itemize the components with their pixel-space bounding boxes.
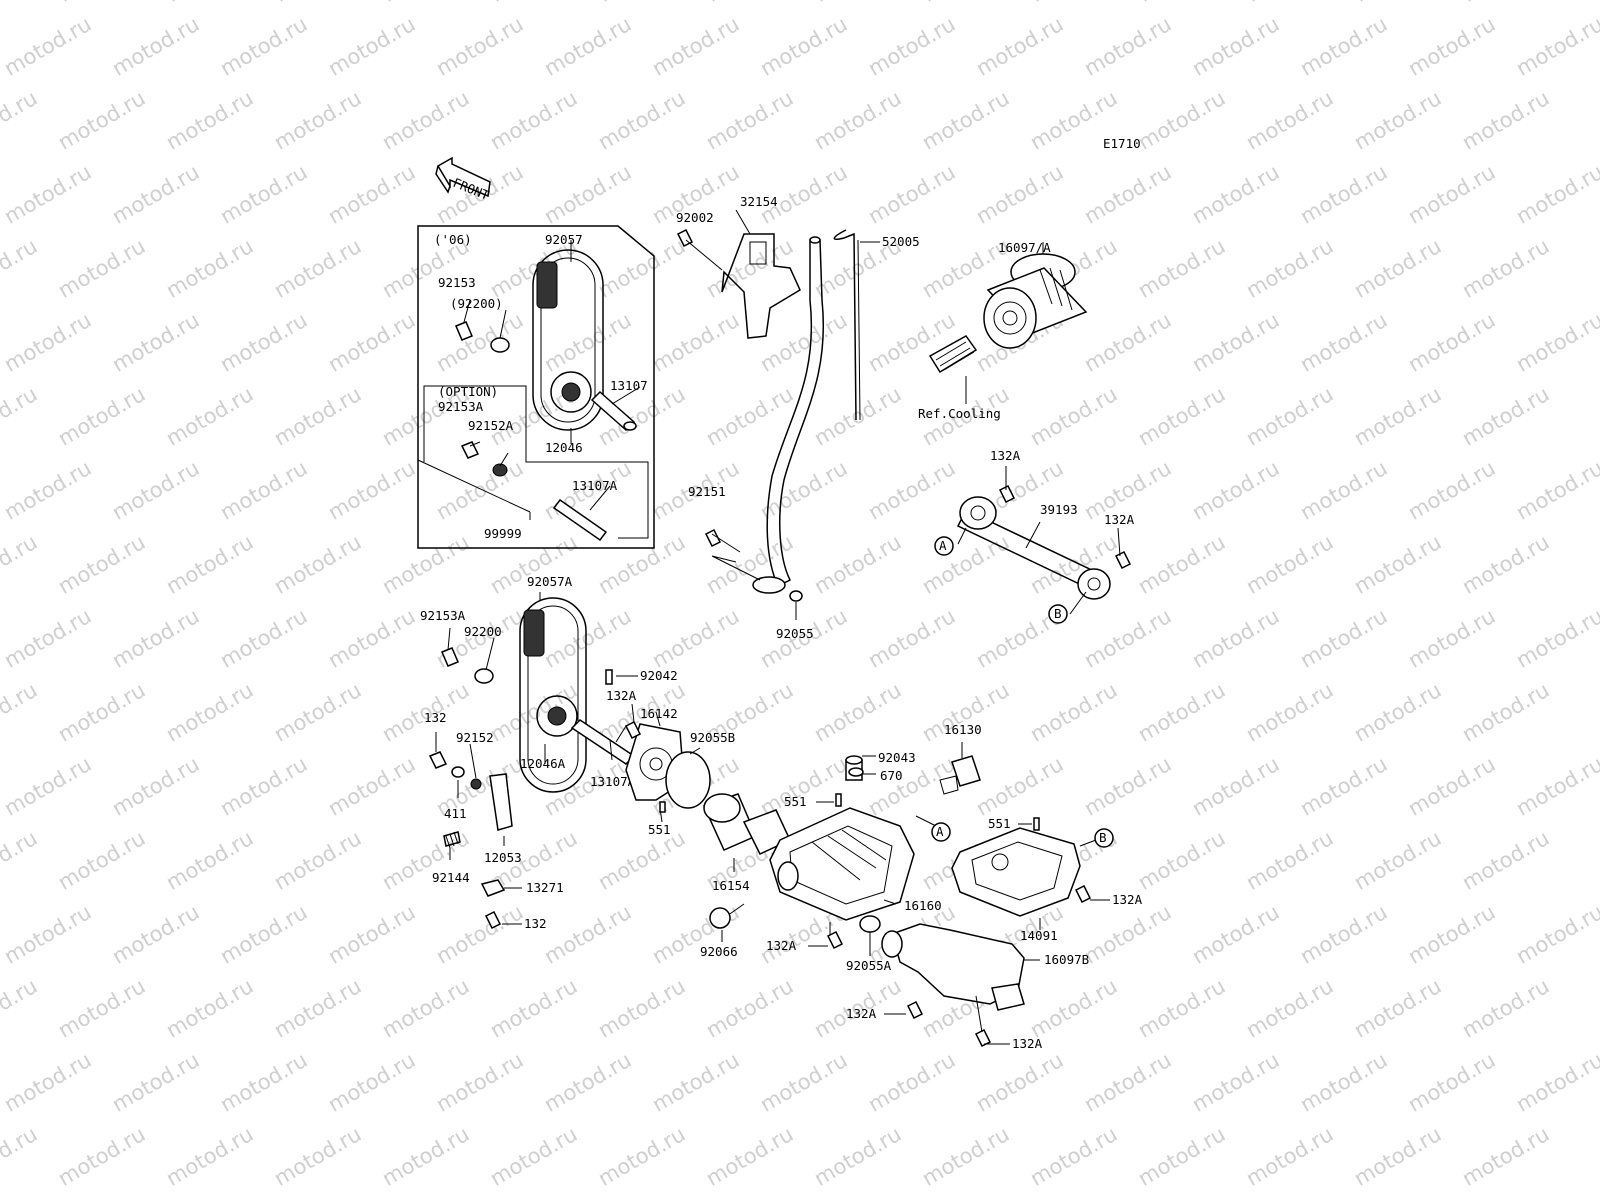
dipstick-52005 xyxy=(833,229,880,421)
marker-b-cover: B xyxy=(1099,830,1107,845)
front-arrow-icon: FRONT xyxy=(435,156,492,203)
part-132: 132 xyxy=(424,710,447,725)
cover-14091 xyxy=(951,827,1081,917)
part-132A-r1: 132A xyxy=(1112,892,1143,907)
part-92066: 92066 xyxy=(700,944,738,959)
part-99999: 99999 xyxy=(484,526,522,541)
part-551-right: 551 xyxy=(988,816,1011,831)
oil-pump-16142 xyxy=(625,723,711,809)
part-16130: 16130 xyxy=(944,722,982,737)
part-92055A: 92055A xyxy=(846,958,892,973)
part-12053: 12053 xyxy=(484,850,522,865)
part-92057: 92057 xyxy=(545,232,583,247)
pressure-switch-16130 xyxy=(939,755,981,795)
oil-pan-16160 xyxy=(769,755,915,921)
part-92043: 92043 xyxy=(878,750,916,765)
part-92153: 92153 xyxy=(438,275,476,290)
chain-92057 xyxy=(532,249,637,432)
part-13107A: 13107A xyxy=(590,774,636,789)
part-92200-paren: (92200) xyxy=(450,296,503,311)
part-13107A-box: 13107A xyxy=(572,478,618,493)
part-16142: 16142 xyxy=(640,706,678,721)
part-14091: 14091 xyxy=(1020,928,1058,943)
part-12046: 12046 xyxy=(545,440,583,455)
part-92002: 92002 xyxy=(676,210,714,225)
part-16097B: 16097B xyxy=(1044,952,1089,967)
part-92151: 92151 xyxy=(688,484,726,499)
part-411: 411 xyxy=(444,806,467,821)
cover-16097B xyxy=(881,923,1025,1011)
marker-b-pipe: B xyxy=(1054,606,1062,621)
chain-92057A xyxy=(519,597,636,793)
part-132A-b1: 132A xyxy=(846,1006,877,1021)
part-52005: 52005 xyxy=(882,234,920,249)
ref-cooling: Ref.Cooling xyxy=(918,406,1001,421)
part-12046A: 12046A xyxy=(520,756,566,771)
oil-filter-16097A xyxy=(983,253,1088,349)
part-12053-plate xyxy=(489,773,513,831)
part-13107: 13107 xyxy=(610,378,648,393)
part-32154: 32154 xyxy=(740,194,778,209)
kit-box-06 xyxy=(417,225,655,549)
pipe-39193 xyxy=(956,496,1111,600)
diagram-code: E1710 xyxy=(1103,136,1141,151)
part-92055: 92055 xyxy=(776,626,814,641)
label-option: (OPTION) xyxy=(438,384,498,399)
part-16160: 16160 xyxy=(904,898,942,913)
bracket-32154 xyxy=(721,233,825,588)
part-132A-mid: 132A xyxy=(606,688,637,703)
part-92200: 92200 xyxy=(464,624,502,639)
part-132A-b2: 132A xyxy=(1012,1036,1043,1051)
part-92153A-box: 92153A xyxy=(438,399,484,414)
part-132A-right: 132A xyxy=(1104,512,1135,527)
marker-a-pipe: A xyxy=(939,538,947,553)
option-box xyxy=(423,385,649,539)
part-670: 670 xyxy=(880,768,903,783)
part-92057A: 92057A xyxy=(527,574,573,589)
part-551-pump: 551 xyxy=(648,822,671,837)
part-551-mid: 551 xyxy=(784,794,807,809)
part-92152A: 92152A xyxy=(468,418,514,433)
part-92152: 92152 xyxy=(456,730,494,745)
part-39193: 39193 xyxy=(1040,502,1078,517)
part-92042: 92042 xyxy=(640,668,678,683)
label-06: ('06) xyxy=(434,232,472,247)
part-92144: 92144 xyxy=(432,870,470,885)
part-92153A: 92153A xyxy=(420,608,466,623)
part-132-bottom: 132 xyxy=(524,916,547,931)
marker-a-pan: A xyxy=(936,824,944,839)
part-16154: 16154 xyxy=(712,878,750,893)
filter-nipple xyxy=(928,335,978,374)
part-92055B: 92055B xyxy=(690,730,735,745)
part-132A-low: 132A xyxy=(766,938,797,953)
part-16097A: 16097/A xyxy=(998,240,1051,255)
part-13271: 13271 xyxy=(526,880,564,895)
part-132A-top: 132A xyxy=(990,448,1021,463)
